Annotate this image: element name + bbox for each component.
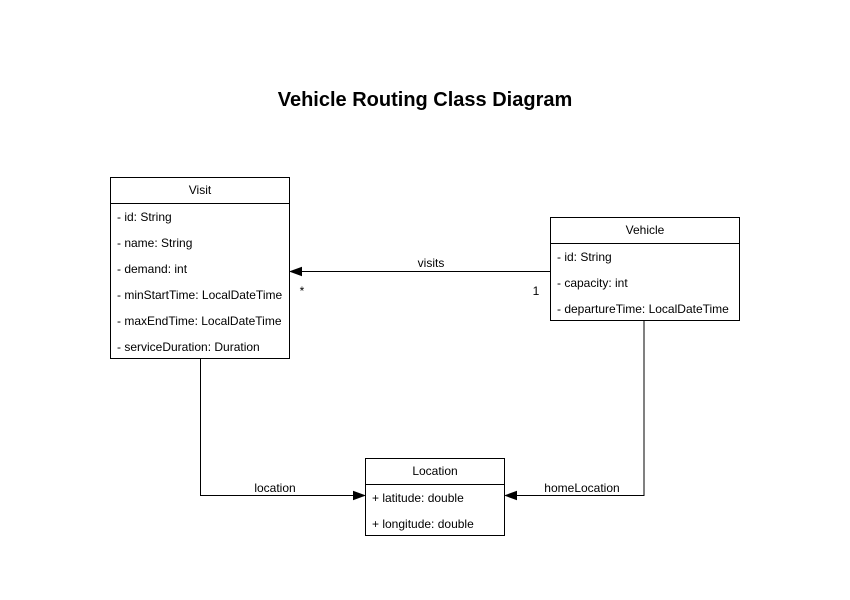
attribute-location-latitude: + latitude: double [372, 491, 464, 505]
attribute-vehicle-capacity: - capacity: int [557, 276, 628, 290]
arrowhead-left-icon [289, 266, 302, 277]
attribute-vehicle-departuretime: - departureTime: LocalDateTime [557, 302, 729, 316]
class-box-location[interactable]: Location + latitude: double + longitude:… [365, 458, 505, 536]
multiplicity-visits-many[interactable]: * [299, 284, 305, 298]
attribute-visit-serviceduration: - serviceDuration: Duration [117, 340, 260, 354]
association-homelocation-edge[interactable] [504, 321, 645, 501]
attribute-visit-minstarttime: - minStartTime: LocalDateTime [117, 288, 283, 302]
attribute-visit-name: - name: String [117, 236, 193, 250]
class-box-visit[interactable]: Visit - id: String - name: String - dema… [110, 177, 290, 359]
diagram-title: Vehicle Routing Class Diagram [277, 89, 573, 111]
association-label-visits[interactable]: visits [415, 256, 447, 270]
attribute-visit-demand: - demand: int [117, 262, 188, 276]
class-name-location: Location [366, 459, 504, 485]
attribute-vehicle-id: - id: String [557, 250, 612, 264]
class-box-vehicle[interactable]: Vehicle - id: String - capacity: int - d… [550, 217, 740, 321]
multiplicity-visits-one[interactable]: 1 [532, 284, 540, 298]
arrowhead-right-icon [353, 490, 366, 501]
attribute-visit-maxendtime: - maxEndTime: LocalDateTime [117, 314, 282, 328]
class-name-vehicle: Vehicle [551, 218, 739, 244]
attribute-visit-id: - id: String [117, 210, 172, 224]
attribute-location-longitude: + longitude: double [372, 517, 474, 531]
association-location-edge[interactable] [200, 359, 366, 501]
class-name-visit: Visit [111, 178, 289, 204]
association-label-homelocation[interactable]: homeLocation [542, 481, 622, 495]
association-visits-edge[interactable] [289, 266, 551, 277]
association-label-location[interactable]: location [252, 481, 298, 495]
arrowhead-left-icon [504, 490, 517, 501]
